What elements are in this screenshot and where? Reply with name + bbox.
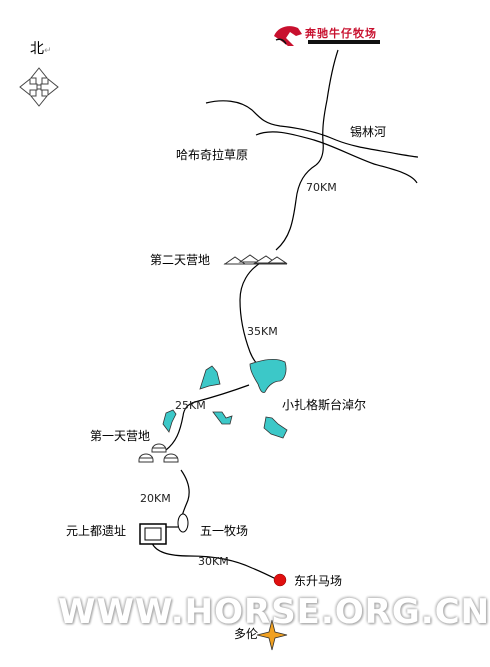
camp1-yurts-icon [138, 443, 179, 463]
pond-1 [199, 365, 221, 390]
road-brand-north [315, 49, 339, 166]
river-xilin-lower [255, 131, 418, 184]
dongsheng-marker-icon [273, 573, 287, 587]
river-xilin-upper [205, 100, 419, 158]
road-to-lake [239, 261, 265, 369]
label-lake: 小扎格斯台淖尔 [282, 398, 367, 412]
label-xilin-river: 锡林河 [350, 125, 387, 139]
label-grassland: 哈布奇拉草原 [176, 148, 249, 162]
brand-logo-icon [274, 26, 302, 46]
ruins-icon [139, 523, 167, 545]
road-to-dongsheng [151, 542, 279, 581]
label-distance-25: 25KM [175, 399, 206, 412]
brand-name: 奔驰牛仔牧场 [305, 27, 377, 40]
compass-icon [19, 67, 59, 107]
label-ranch51: 五一牧场 [200, 524, 249, 538]
label-distance-35: 35KM [247, 325, 278, 338]
label-camp1: 第一天营地 [90, 429, 151, 443]
pond-4 [263, 416, 288, 439]
label-duolun: 多伦 [234, 627, 259, 641]
lake-xiaozhagesitai [249, 358, 287, 393]
pond-3 [212, 411, 233, 425]
label-dongsheng: 东升马场 [294, 574, 343, 588]
roads [151, 49, 419, 581]
watermark: WWW.HORSE.ORG.CN [58, 592, 490, 632]
camp2-tents-icon [223, 254, 288, 265]
pond-2 [162, 409, 177, 433]
label-distance-70: 70KM [306, 181, 337, 194]
brand-bar [308, 40, 380, 44]
road-to-camp1 [165, 384, 250, 451]
duolun-star-icon [256, 619, 288, 651]
road-to-camp2 [275, 164, 317, 251]
label-camp2: 第二天营地 [150, 253, 211, 267]
label-distance-20: 20KM [140, 492, 171, 505]
label-distance-30: 30KM [198, 555, 229, 568]
north-label: 北↵ [30, 41, 52, 57]
lake-shapes [162, 358, 288, 439]
ranch51-icon [177, 513, 189, 533]
label-ruins: 元上都遗址 [66, 524, 127, 538]
